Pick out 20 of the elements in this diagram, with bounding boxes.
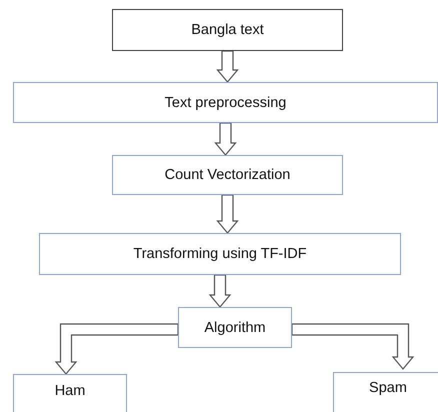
box-label: Transforming using TF-IDF (133, 246, 307, 262)
process-box (13, 82, 438, 123)
box-label: Count Vectorization (164, 167, 290, 183)
block-arrow (54, 323, 179, 375)
box-label: Bangla text (191, 22, 264, 38)
block-arrow (216, 50, 239, 83)
block-arrow (216, 194, 239, 234)
process-box (178, 307, 292, 348)
block-arrow (214, 122, 237, 156)
process-box (112, 9, 343, 51)
box-label: Spam (369, 380, 407, 396)
box-label: Text preprocessing (164, 94, 286, 110)
block-arrow (208, 274, 232, 308)
block-arrow (291, 323, 414, 370)
box-label: Algorithm (204, 320, 266, 336)
process-box (39, 233, 401, 275)
box-label: Ham (54, 383, 86, 399)
process-box (112, 155, 343, 195)
process-box (13, 374, 127, 412)
process-box (333, 372, 438, 412)
